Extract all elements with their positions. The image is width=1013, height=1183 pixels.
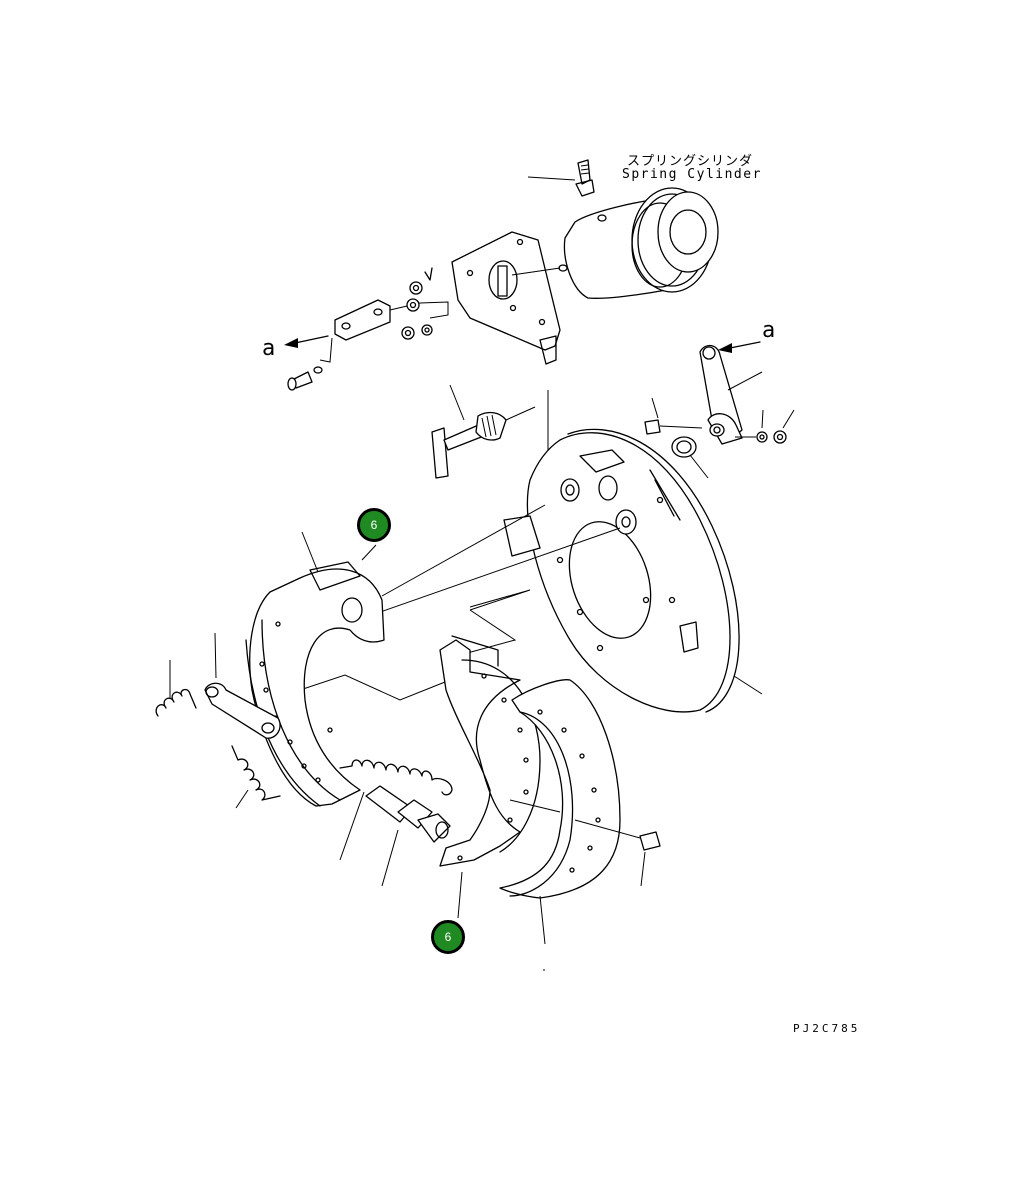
brake-lining [499, 679, 621, 899]
rivet-bolt [639, 831, 661, 887]
callout-number: 6 [370, 518, 378, 532]
lever-washer [671, 436, 709, 479]
shoe-link [204, 632, 281, 739]
reference-a-right: a [762, 318, 776, 343]
camshaft [431, 406, 536, 479]
drawing-code: PJ2C785 [793, 1022, 861, 1035]
clevis-pin [287, 366, 323, 391]
clevis [334, 299, 391, 341]
reference-a-left: a [262, 336, 276, 361]
lever-bolt [644, 397, 703, 435]
brake-shoe-left [245, 561, 385, 807]
return-spring-small [231, 745, 281, 809]
spring-small [155, 660, 197, 717]
return-spring-long [339, 759, 453, 861]
washers-nuts [401, 267, 433, 340]
mounting-bracket [451, 231, 561, 365]
callout-number: 6 [444, 930, 452, 944]
arrow-a-right [718, 341, 761, 353]
spring-cylinder-label-en: Spring Cylinder [622, 167, 762, 182]
lever-nut [735, 409, 795, 444]
callout-badge-bottom[interactable]: 6 [431, 920, 465, 954]
brake-shoe-center [439, 635, 541, 867]
spring-cylinder [558, 187, 719, 299]
callout-badge-top[interactable]: 6 [357, 508, 391, 542]
spring-cylinder-label-jp: スプリングシリンダ [627, 154, 754, 169]
backing-plate [503, 428, 763, 713]
adjuster [365, 785, 451, 887]
arrow-a-left [284, 335, 329, 348]
brake-lever [699, 344, 743, 445]
breather-fitting [575, 159, 595, 197]
